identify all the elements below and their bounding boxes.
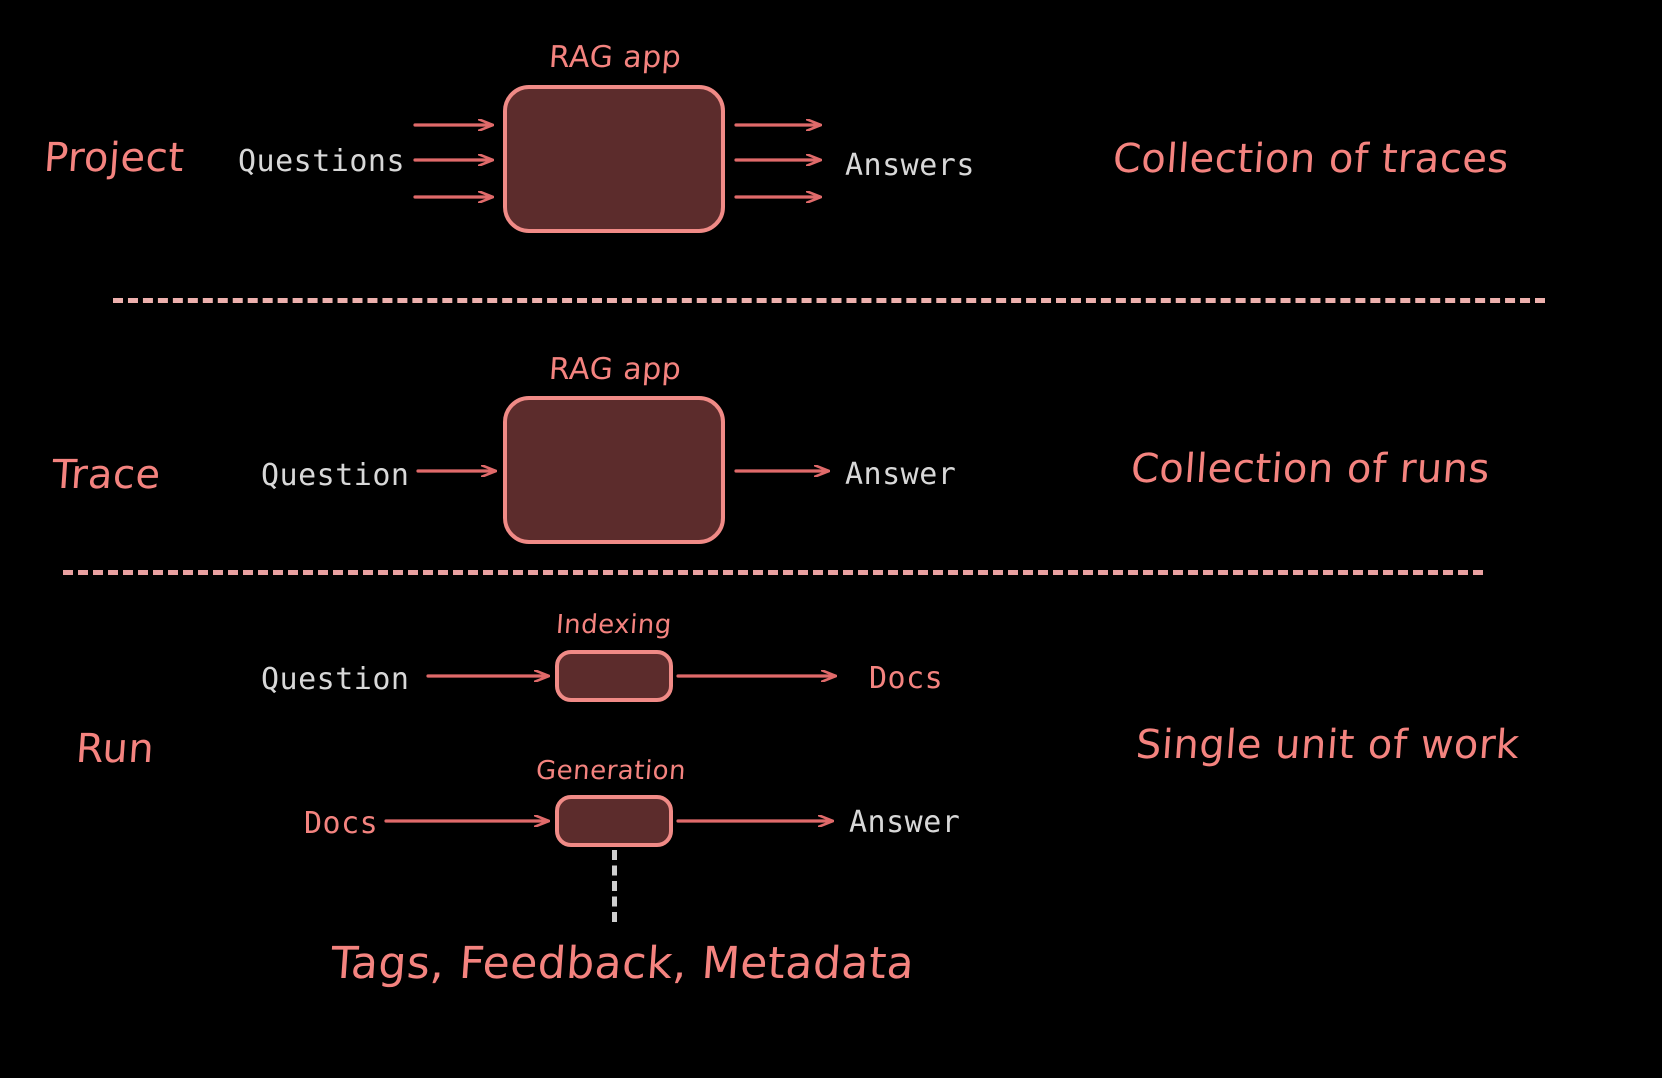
row-desc-project: Collection of traces [1111, 136, 1511, 182]
row-label-trace: Trace [50, 452, 163, 498]
input-label-question-trace: Question [261, 458, 410, 493]
box-generation[interactable] [555, 795, 673, 847]
row-label-project: Project [42, 135, 186, 181]
box-rag-app-project[interactable] [503, 85, 725, 233]
box-indexing[interactable] [555, 650, 673, 702]
row-desc-trace: Collection of runs [1129, 446, 1492, 492]
arrows-project-in [413, 125, 492, 197]
separator-top [113, 298, 1545, 303]
row-label-run: Run [74, 726, 156, 772]
input-label-question-run: Question [261, 662, 410, 697]
output-label-answers: Answers [845, 148, 975, 183]
box-title-generation: Generation [534, 756, 688, 786]
box-title-rag-app-trace: RAG app [547, 352, 683, 387]
box-rag-app-trace[interactable] [503, 396, 725, 544]
metadata-connector [612, 850, 617, 922]
box-title-rag-app-project: RAG app [547, 40, 683, 75]
input-label-docs: Docs [304, 806, 379, 841]
output-label-answer-run: Answer [849, 805, 961, 840]
output-label-answer-trace: Answer [845, 457, 957, 492]
row-desc-run: Single unit of work [1134, 722, 1522, 768]
input-label-questions: Questions [238, 144, 406, 179]
box-title-indexing: Indexing [554, 610, 673, 640]
output-label-docs: Docs [869, 661, 944, 696]
separator-bottom [63, 570, 1483, 575]
arrows-project-out [734, 125, 820, 197]
annotation-tags-feedback-metadata: Tags, Feedback, Metadata [329, 938, 917, 989]
